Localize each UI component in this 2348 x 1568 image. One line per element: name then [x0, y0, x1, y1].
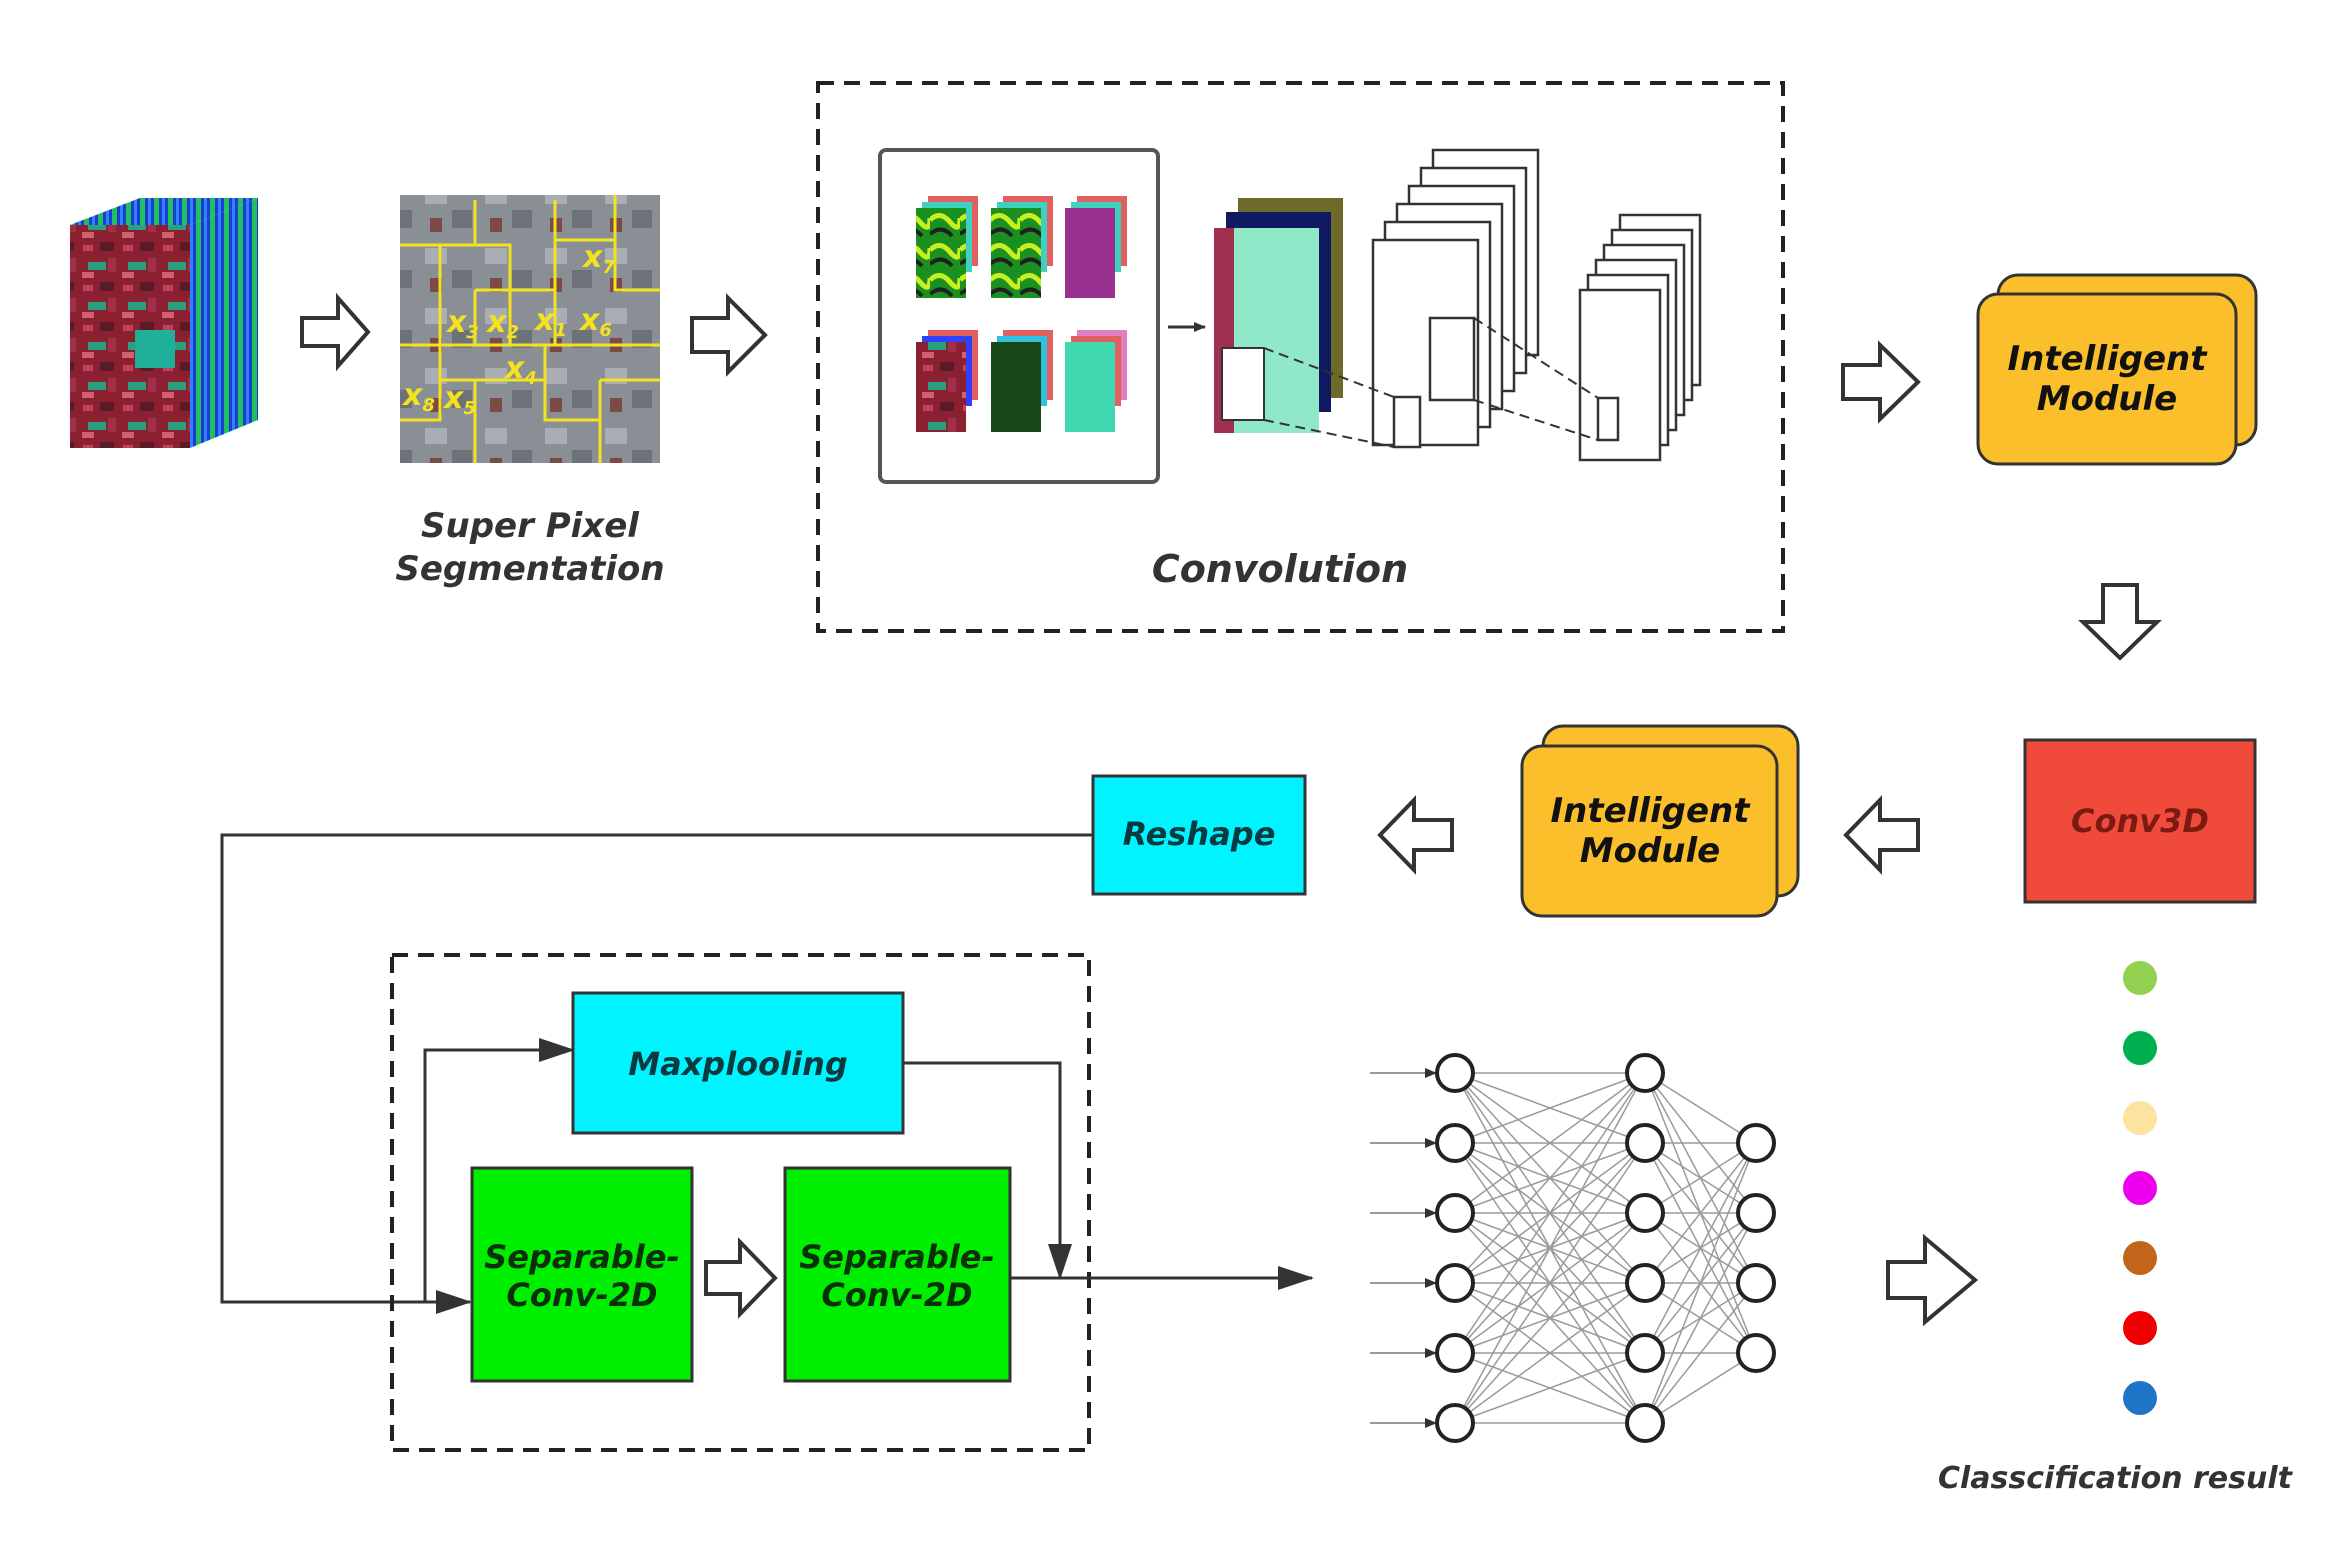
input-patches-panel [878, 148, 1160, 484]
flow-arrow-right-1 [300, 292, 371, 372]
intelligent-module-2: Intelligent Module [1520, 724, 1800, 918]
nn-neuron [1625, 1333, 1665, 1373]
separable-conv-group [390, 953, 1091, 1452]
nn-neuron [1736, 1263, 1776, 1303]
flow-arrow-left-1 [1843, 795, 1920, 875]
nn-connection [1644, 1282, 1757, 1424]
reshape-label: Reshape [1123, 815, 1276, 853]
intelligent-module-1: Intelligent Module [1976, 273, 2258, 466]
nn-neuron [1625, 1403, 1665, 1443]
superpixel-x2: x2 [485, 305, 519, 343]
class-dots [2123, 961, 2157, 1415]
superpixel-x4: x4 [503, 351, 537, 389]
nn-connection [1644, 1142, 1757, 1354]
flow-arrow-left-2 [1377, 795, 1454, 875]
feature-map-stack [1214, 198, 1343, 433]
nn-connection [1644, 1142, 1757, 1424]
separable-conv-1-line1: Separable- [484, 1238, 679, 1276]
class-dot [2123, 1171, 2157, 1205]
nn-neuron [1625, 1193, 1665, 1233]
nn-connection [1644, 1212, 1757, 1424]
nn-neuron [1435, 1333, 1475, 1373]
separable-conv-1: Separable- Conv-2D [470, 1166, 694, 1383]
flow-arrow-right-sep [704, 1237, 778, 1319]
class-dot [2123, 1381, 2157, 1415]
nn-connection [1644, 1142, 1757, 1214]
nn-neuron [1736, 1333, 1776, 1373]
superpixel-boundaries [400, 195, 660, 463]
nn-neuron [1736, 1193, 1776, 1233]
nn-connection [1454, 1212, 1646, 1424]
class-dot [2123, 1101, 2157, 1135]
conv-layer-2-stack [1578, 213, 1702, 462]
flow-arrow-right-3 [1841, 340, 1921, 424]
class-dot [2123, 961, 2157, 995]
maxpool-merge-connector [903, 1061, 1072, 1280]
nn-neuron [1435, 1123, 1475, 1163]
maxpool-branch-connector [423, 1038, 575, 1302]
class-dot [2123, 1241, 2157, 1275]
segmentation-label-line1: Super Pixel [421, 506, 640, 546]
conv-layer-1-stack [1371, 148, 1540, 449]
superpixel-x3: x3 [445, 305, 479, 343]
separable-conv-2-line1: Separable- [799, 1238, 994, 1276]
nn-connection [1454, 1072, 1646, 1354]
intelligent-module-1-line1: Intelligent [2008, 339, 2209, 379]
nn-neuron [1435, 1263, 1475, 1303]
nn-neuron [1736, 1123, 1776, 1163]
nn-connection [1644, 1352, 1757, 1424]
intelligent-module-2-line2: Module [1580, 831, 1720, 871]
input-patch-grid [916, 196, 1127, 432]
nn-connection [1454, 1072, 1646, 1284]
nn-neuron [1625, 1053, 1665, 1093]
nn-connection [1644, 1142, 1757, 1284]
intelligent-module-1-line2: Module [2037, 379, 2177, 419]
intelligent-module-2-line1: Intelligent [1551, 791, 1752, 831]
separable-conv-2: Separable- Conv-2D [783, 1166, 1012, 1383]
flow-arrow-right-2 [690, 293, 768, 377]
convolution-group [816, 81, 1785, 633]
segmentation-label-line2: Segmentation [395, 549, 664, 589]
nn-connection [1454, 1072, 1646, 1424]
nn-connection [1454, 1142, 1646, 1424]
superpixel-x5: x5 [442, 381, 476, 419]
nn-neuron [1435, 1193, 1475, 1233]
nn-connection [1454, 1072, 1646, 1214]
flow-arrow-right-4 [1886, 1233, 1979, 1327]
nn-neuron [1435, 1053, 1475, 1093]
reshape-block: Reshape [1091, 774, 1307, 896]
flow-arrow-down [2078, 583, 2162, 661]
separable-conv-1-line2: Conv-2D [506, 1276, 657, 1314]
maxpooling-label: Maxplooling [628, 1045, 848, 1083]
separable-conv-2-line2: Conv-2D [821, 1276, 972, 1314]
reshape-connector [220, 833, 1093, 1314]
class-dot [2123, 1031, 2157, 1065]
superpixel-x1: x1 [533, 303, 567, 341]
dense-network [1370, 1053, 1776, 1443]
nn-connection [1644, 1072, 1757, 1144]
superpixel-x6: x6 [578, 303, 612, 341]
nn-connection [1454, 1282, 1646, 1424]
nn-neuron [1435, 1403, 1475, 1443]
superpixel-image: x7 x3 x2 x1 x6 x4 x8 x5 [400, 195, 660, 463]
class-dot [2123, 1311, 2157, 1345]
hyperspectral-cube [70, 198, 258, 448]
convolution-label: Convolution [1152, 547, 1408, 591]
nn-connection [1454, 1352, 1646, 1424]
classification-label: Classcification result [1938, 1461, 2294, 1496]
nn-neuron [1625, 1263, 1665, 1303]
nn-neuron [1625, 1123, 1665, 1163]
maxpooling-block: Maxplooling [571, 991, 905, 1135]
nn-connection [1454, 1072, 1646, 1144]
conv3d-label: Conv3D [2071, 802, 2209, 840]
receptive-field-lines [1263, 317, 1599, 448]
conv3d-block: Conv3D [2023, 738, 2257, 904]
superpixel-x7: x7 [581, 240, 615, 278]
superpixel-x8: x8 [401, 378, 435, 416]
